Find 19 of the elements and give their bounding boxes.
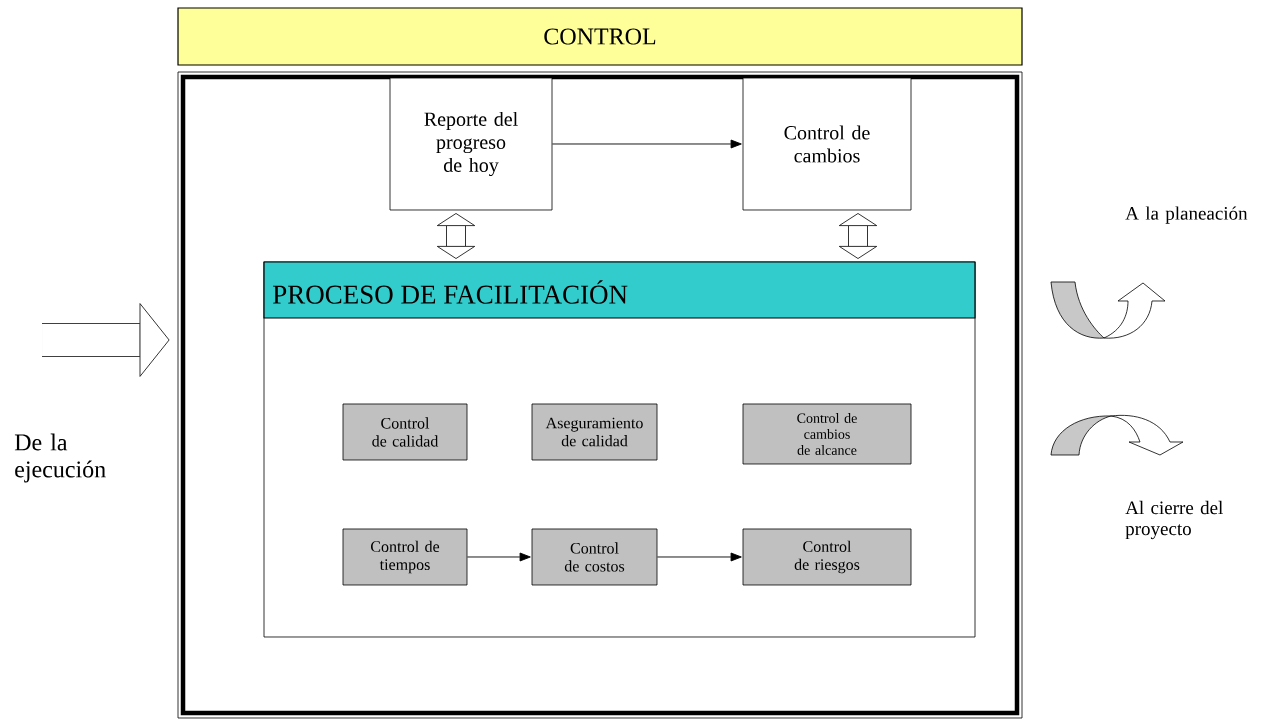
note-text: A la planeación (1125, 206, 1248, 224)
arrow (838, 213, 878, 259)
process-box: Control de calidad (342, 403, 468, 461)
process-box: Reporte del progreso de hoy (389, 77, 553, 211)
process-box: Aseguramiento de calidad (531, 403, 658, 461)
arrow (551, 139, 742, 149)
process-box: Control de tiempos (342, 528, 468, 586)
frame-box (177, 71, 1023, 719)
process-box: Control de cambios de alcance (742, 403, 912, 465)
process-box: Control de costos (531, 528, 658, 586)
arrow (436, 213, 476, 259)
process-box: Control de riesgos (742, 528, 912, 586)
note-text: Al cierre del proyecto (1125, 500, 1223, 540)
arrow (42, 303, 170, 377)
arrow (466, 552, 531, 562)
note-text: De la ejecución (14, 433, 106, 483)
arrow (656, 552, 742, 562)
heading-bar: CONTROL (177, 7, 1023, 66)
process-box: Control de cambios (742, 77, 912, 211)
